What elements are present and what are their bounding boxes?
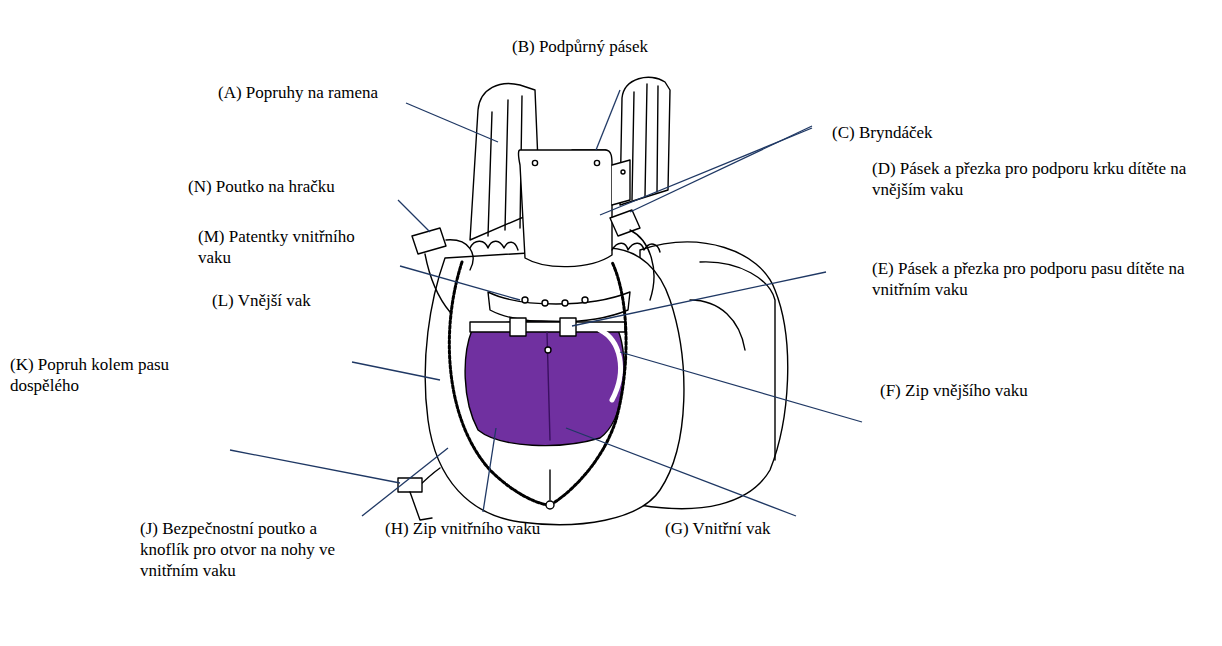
part-label: (A) Popruhy na ramena	[218, 82, 378, 103]
part-label: (M) Patentky vnitřního vaku	[198, 226, 368, 268]
part-label: (H) Zip vnitřního vaku	[385, 518, 540, 539]
part-label: (B) Podpůrný pásek	[512, 36, 648, 57]
part-label: (G) Vnitřní vak	[665, 518, 770, 539]
part-label: (L) Vnější vak	[212, 290, 311, 311]
part-label: (C) Bryndáček	[832, 122, 933, 143]
part-label: (F) Zip vnějšího vaku	[880, 380, 1028, 401]
part-label: (N) Poutko na hračku	[188, 176, 335, 197]
part-label: (K) Popruh kolem pasu dospělého	[10, 354, 230, 396]
part-label: (J) Bezpečnostní poutko a knoflík pro ot…	[140, 518, 370, 581]
part-label: (E) Pásek a přezka pro podporu pasu dítě…	[872, 258, 1212, 300]
part-label: (D) Pásek a přezka pro podporu krku dítě…	[872, 158, 1212, 200]
